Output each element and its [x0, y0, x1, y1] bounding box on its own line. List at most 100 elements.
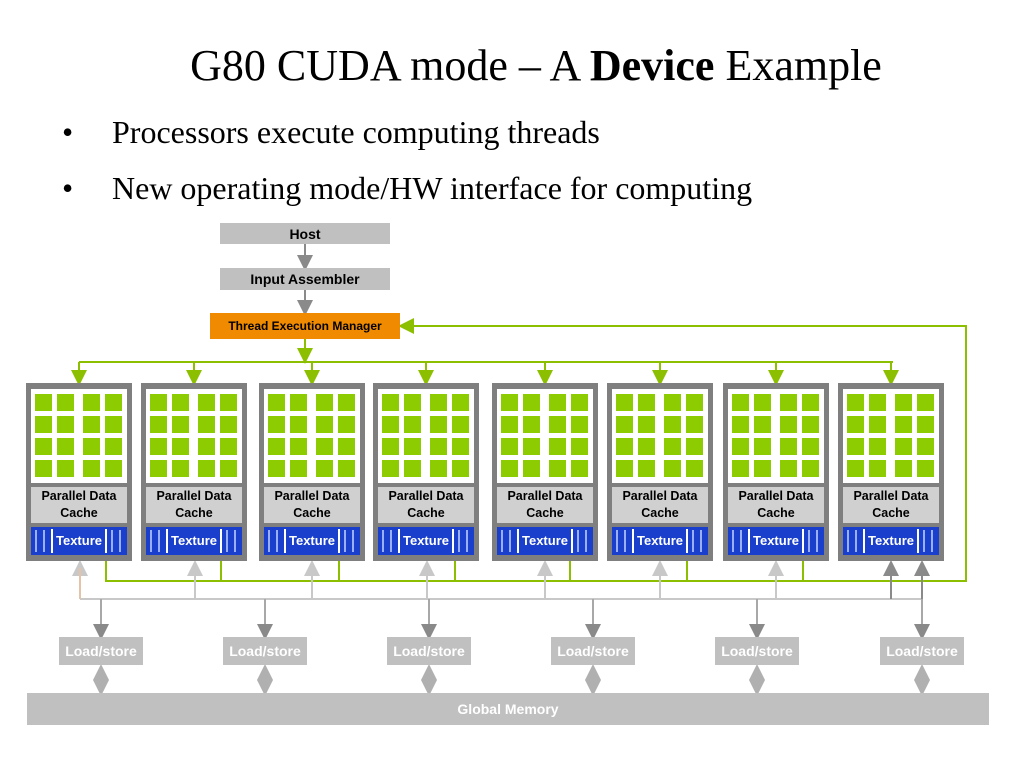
parallel-data-cache: Parallel Data Cache: [146, 487, 242, 523]
texture-lane: [509, 530, 511, 552]
thread-processor: [754, 460, 771, 477]
thread-processor: [198, 438, 215, 455]
thread-processor: [638, 416, 655, 433]
title-prefix: G80 CUDA mode – A: [190, 41, 590, 90]
thread-processor: [638, 460, 655, 477]
thread-processor: [198, 460, 215, 477]
thread-processor: [268, 438, 285, 455]
thread-processor: [430, 416, 447, 433]
thread-processor: [452, 394, 469, 411]
thread-processor: [198, 416, 215, 433]
thread-processor: [290, 416, 307, 433]
thread-processor: [686, 460, 703, 477]
texture-lane: [390, 530, 392, 552]
thread-processor: [35, 416, 52, 433]
thread-processor: [338, 460, 355, 477]
load-store-unit: Load/store: [551, 637, 635, 665]
texture-lane: [931, 530, 933, 552]
thread-processor: [869, 438, 886, 455]
thread-processor: [35, 438, 52, 455]
bullet-item: •Processors execute computing threads: [62, 110, 752, 166]
thread-execution-manager-box: Thread Execution Manager: [210, 313, 400, 339]
thread-processor: [917, 438, 934, 455]
processor-group: [264, 389, 312, 483]
parallel-data-cache: Parallel Data Cache: [728, 487, 824, 523]
thread-processor: [549, 438, 566, 455]
thread-processor: [616, 416, 633, 433]
thread-processor: [847, 460, 864, 477]
thread-processor: [754, 438, 771, 455]
texture-lane: [119, 530, 121, 552]
texture-lane: [740, 530, 742, 552]
texture-lane: [276, 530, 278, 552]
texture-label: Texture: [863, 529, 919, 553]
texture-lane: [382, 530, 384, 552]
thread-processor: [571, 460, 588, 477]
thread-processor: [523, 416, 540, 433]
thread-processor: [638, 394, 655, 411]
load-store-unit: Load/store: [387, 637, 471, 665]
bullet-dot: •: [62, 114, 74, 150]
texture-label: Texture: [398, 529, 454, 553]
thread-processor: [869, 394, 886, 411]
parallel-data-cache: Parallel Data Cache: [612, 487, 708, 523]
thread-processor: [316, 416, 333, 433]
thread-processor: [268, 394, 285, 411]
thread-processor: [220, 416, 237, 433]
processor-group: [378, 389, 426, 483]
thread-processor: [268, 460, 285, 477]
thread-processor: [35, 460, 52, 477]
thread-processor: [917, 416, 934, 433]
texture-lane: [158, 530, 160, 552]
texture-lane: [226, 530, 228, 552]
texture-unit: Texture: [612, 527, 708, 555]
thread-processor: [686, 416, 703, 433]
thread-processor: [664, 460, 681, 477]
processor-group: [79, 389, 127, 483]
feedback-bus: [105, 318, 967, 582]
texture-lane: [344, 530, 346, 552]
thread-processor: [895, 438, 912, 455]
thread-processor: [638, 438, 655, 455]
thread-processor: [549, 416, 566, 433]
texture-lane: [700, 530, 702, 552]
texture-lane: [268, 530, 270, 552]
processor-group: [776, 389, 824, 483]
thread-processor: [316, 438, 333, 455]
thread-processor: [847, 394, 864, 411]
thread-processor: [523, 394, 540, 411]
parallel-data-cache: Parallel Data Cache: [497, 487, 593, 523]
texture-unit: Texture: [843, 527, 939, 555]
thread-processor: [847, 438, 864, 455]
thread-processor: [616, 394, 633, 411]
thread-processor: [917, 394, 934, 411]
thread-processor: [452, 460, 469, 477]
processor-group: [497, 389, 545, 483]
processor-group: [146, 389, 194, 483]
texture-label: Texture: [517, 529, 573, 553]
texture-lane: [923, 530, 925, 552]
thread-processor: [895, 394, 912, 411]
thread-processor: [316, 394, 333, 411]
thread-processor: [338, 438, 355, 455]
texture-unit: Texture: [378, 527, 474, 555]
thread-processor: [338, 416, 355, 433]
thread-processor: [105, 416, 122, 433]
processor-group: [312, 389, 360, 483]
thread-processor: [732, 416, 749, 433]
thread-processor: [664, 416, 681, 433]
thread-processor: [664, 438, 681, 455]
thread-processor: [290, 438, 307, 455]
slide-title: G80 CUDA mode – A Device Example: [0, 40, 1024, 91]
texture-unit: Texture: [264, 527, 360, 555]
thread-processor: [35, 394, 52, 411]
processor-group: [612, 389, 660, 483]
thread-processor: [664, 394, 681, 411]
processor-group: [194, 389, 242, 483]
thread-processor: [754, 416, 771, 433]
thread-processor: [220, 394, 237, 411]
texture-label: Texture: [284, 529, 340, 553]
thread-processor: [150, 416, 167, 433]
